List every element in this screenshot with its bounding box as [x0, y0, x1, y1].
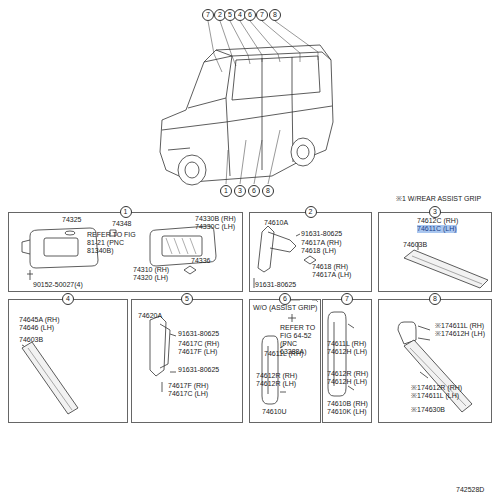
panel-number: 3 — [429, 206, 441, 218]
callout-number: 8 — [269, 9, 281, 21]
panel-number: 6 — [279, 293, 291, 305]
part-number: ※174611L (RH) — [435, 322, 484, 330]
part-number: 74612H (LH) — [327, 348, 367, 356]
part-number: 91631-80625 — [178, 366, 219, 374]
panel-number: 1 — [120, 206, 132, 218]
part-number: 74603B — [403, 241, 427, 249]
part-number: 74617F (RH) — [168, 382, 208, 390]
parts-panel: 474645A (RH)74646 (LH)74603B — [8, 299, 128, 423]
part-number: ※174611L (LH) — [411, 392, 459, 400]
part-number: 74320 (LH) — [133, 274, 168, 282]
part-number: 74612H (LH) — [327, 378, 367, 386]
parts-panel: 6W/O (ASSIST GRIP)REFER TO FIG 64-52 (PN… — [249, 299, 321, 423]
panel-number: 8 — [429, 293, 441, 305]
pillar-garnish-drawing — [22, 342, 78, 414]
part-number: 74310 (RH) — [133, 266, 169, 274]
part-number: 90152-50027(4) — [33, 281, 83, 289]
part-number: 74645A (RH) — [19, 316, 59, 324]
part-number: 74646 (LH) — [19, 324, 54, 332]
pillar-garnish-drawing — [404, 242, 488, 288]
note-label: 742528D — [456, 486, 484, 494]
part-number: 74612R (LH) — [256, 380, 296, 388]
callout-number: 7 — [202, 9, 214, 21]
assist-grip-drawing — [262, 300, 318, 404]
part-number: 74330B (RH) — [195, 215, 236, 223]
part-number: 91631-80625 — [301, 230, 342, 238]
part-number: 74612R (RH) — [256, 372, 297, 380]
parts-panel: 374612C (RH)74611C (LH)74603B — [378, 212, 492, 292]
part-number: ※174630B — [411, 406, 445, 414]
part-number: 74325 — [62, 216, 81, 224]
callout-number: 8 — [262, 185, 274, 197]
part-number: 74348 — [112, 220, 131, 228]
part-number: 74617F (LH) — [178, 348, 217, 356]
part-number: 74336 — [191, 257, 210, 265]
callout-number: 7 — [256, 9, 268, 21]
part-number: 74618 (RH) — [312, 263, 348, 271]
part-number: 74611C (LH) — [417, 225, 457, 233]
part-number: 74618 (LH) — [301, 247, 336, 255]
panel-number: 4 — [62, 293, 74, 305]
part-number: 74617C (RH) — [178, 340, 219, 348]
part-number: 74603B — [19, 336, 43, 344]
parts-panel: 17432574348REFER TO FIG 81-21 (PNC 81340… — [8, 212, 243, 292]
part-number: ※174612H (LH) — [435, 330, 485, 338]
note-label: ※1 W/REAR ASSIST GRIP — [396, 195, 481, 203]
part-number: 74620A — [138, 312, 162, 320]
part-number: 74610U — [262, 408, 287, 416]
part-number: 74617C (LH) — [168, 390, 208, 398]
part-number: 91631-80625 — [178, 330, 219, 338]
part-number: 74611L (RH) — [264, 350, 303, 358]
part-number: 74610A — [264, 219, 288, 227]
panel-number: 7 — [341, 293, 353, 305]
callout-number: 6 — [248, 185, 260, 197]
part-number: 74611L (RH) — [327, 340, 366, 348]
callout-number: 3 — [234, 185, 246, 197]
part-number: 74617A (LH) — [312, 271, 351, 279]
part-number: W/O (ASSIST GRIP) — [253, 304, 317, 312]
parts-panel: 274610A91631-8062574617A (RH)74618 (LH)9… — [249, 212, 372, 292]
vehicle-sketch — [160, 21, 333, 185]
part-number: 74612R (RH) — [327, 370, 368, 378]
parts-panel: 8※174611L (RH)※174612H (LH)※174612R (RH)… — [378, 299, 492, 423]
part-number: ※174612R (RH) — [411, 384, 462, 392]
part-number: 74610B (RH) — [327, 400, 368, 408]
part-number: 74617A (RH) — [301, 239, 341, 247]
panel-number: 2 — [305, 206, 317, 218]
part-number: 74610K (LH) — [327, 408, 367, 416]
assist-grip-drawing — [150, 316, 176, 392]
callout-number: 1 — [220, 185, 232, 197]
parts-panel: 774611L (RH)74612H (LH)74612R (RH)74612H… — [322, 299, 372, 423]
parts-panel: 574620A91631-8062574617C (RH)74617F (LH)… — [131, 299, 243, 423]
part-number: 74330C (LH) — [195, 223, 235, 231]
part-number: REFER TO FIG 81-21 (PNC 81340B) — [87, 231, 137, 255]
sun-visor-drawing — [22, 226, 216, 280]
part-number: 91631-80625 — [255, 281, 296, 289]
callout-number: 6 — [244, 9, 256, 21]
panel-number: 5 — [181, 293, 193, 305]
part-number: 74612C (RH) — [417, 217, 458, 225]
